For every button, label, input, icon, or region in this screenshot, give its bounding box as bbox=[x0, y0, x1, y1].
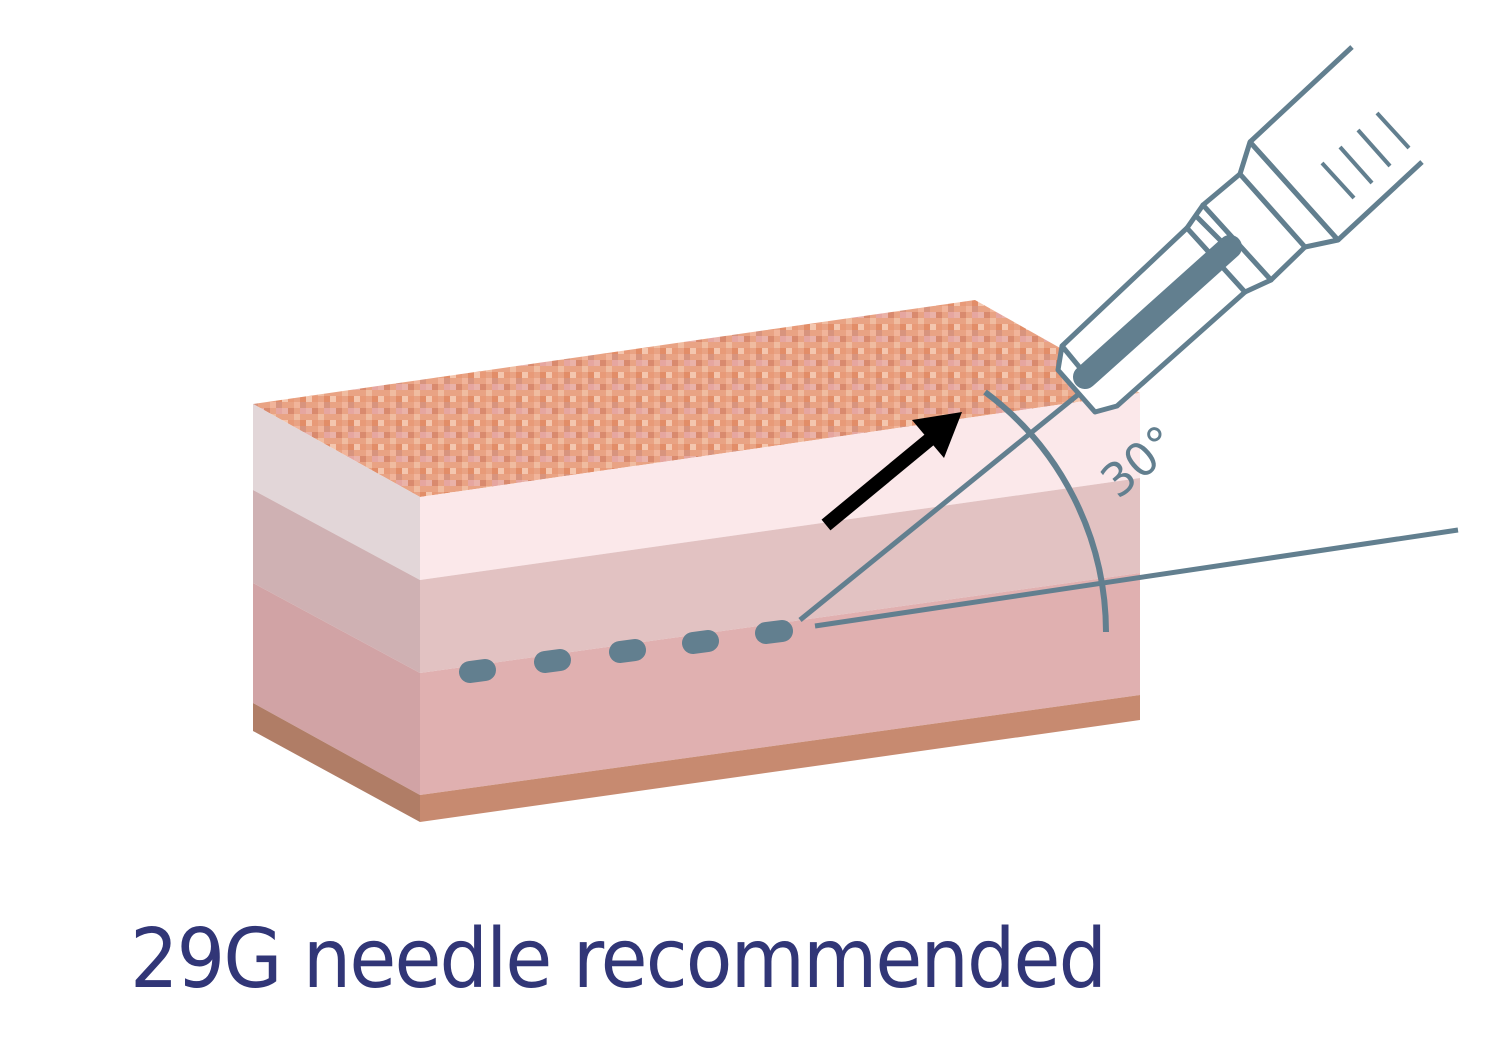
dermis-front bbox=[420, 478, 1140, 673]
horizontal-reference-line bbox=[814, 527, 1459, 629]
base-front bbox=[420, 695, 1140, 822]
subcutis-front bbox=[420, 573, 1140, 795]
syringe-graduation-marks bbox=[1320, 111, 1411, 200]
needle-shaft bbox=[798, 383, 1092, 622]
caption-text: 29G needle recommended bbox=[130, 912, 1107, 1007]
base-side bbox=[253, 703, 420, 822]
skin-surface bbox=[253, 300, 1140, 497]
epidermis-front bbox=[420, 393, 1140, 580]
epidermis-side bbox=[253, 404, 420, 580]
syringe-needle-core bbox=[1073, 235, 1242, 389]
skin-block bbox=[253, 300, 1140, 822]
injection-track bbox=[459, 620, 793, 683]
direction-arrow-icon bbox=[821, 412, 962, 531]
subcutis-side bbox=[253, 583, 420, 795]
dermis-side bbox=[253, 490, 420, 673]
angle-arc bbox=[983, 389, 1109, 633]
syringe-body bbox=[1248, 45, 1424, 242]
